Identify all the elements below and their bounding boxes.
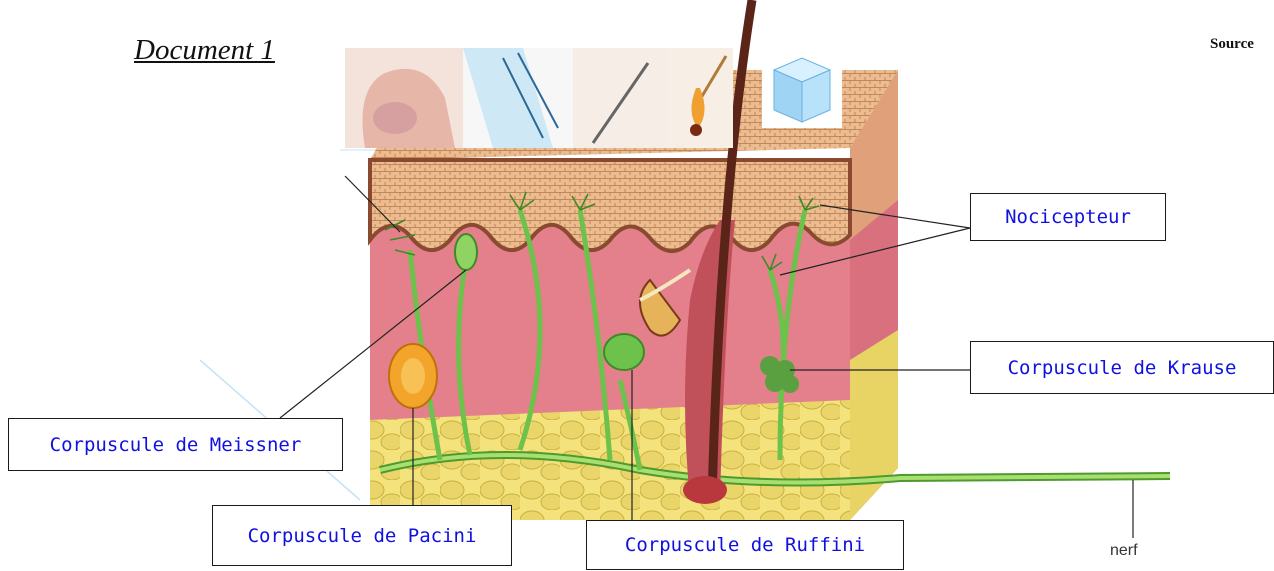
krause-corpuscle bbox=[760, 356, 799, 393]
source-label: Source bbox=[1210, 36, 1254, 52]
meissner-corpuscle bbox=[454, 233, 478, 271]
needle-icon bbox=[573, 48, 668, 148]
leader-lines bbox=[279, 175, 1134, 538]
label-pacini: Corpuscule de Pacini bbox=[212, 505, 512, 566]
label-nerf: nerf bbox=[1110, 542, 1138, 559]
nerve-trunk bbox=[379, 451, 1171, 487]
nociceptor-endings bbox=[384, 191, 820, 271]
match-flame-icon bbox=[668, 48, 733, 148]
document-title: Document 1 bbox=[134, 34, 275, 66]
label-krause: Corpuscule de Krause bbox=[970, 341, 1274, 394]
label-nocicepteur: Nocicepteur bbox=[970, 193, 1166, 241]
skin-side-face bbox=[850, 70, 898, 520]
hair-follicle bbox=[639, 0, 757, 504]
label-ruffini: Corpuscule de Ruffini bbox=[586, 520, 904, 570]
ruffini-corpuscle bbox=[603, 333, 645, 371]
pacini-corpuscle bbox=[388, 343, 438, 409]
finger-touch-icon bbox=[345, 48, 463, 148]
ice-cube-icon bbox=[762, 48, 842, 128]
label-meissner: Corpuscule de Meissner bbox=[8, 418, 343, 471]
pinch-icon bbox=[463, 48, 573, 148]
